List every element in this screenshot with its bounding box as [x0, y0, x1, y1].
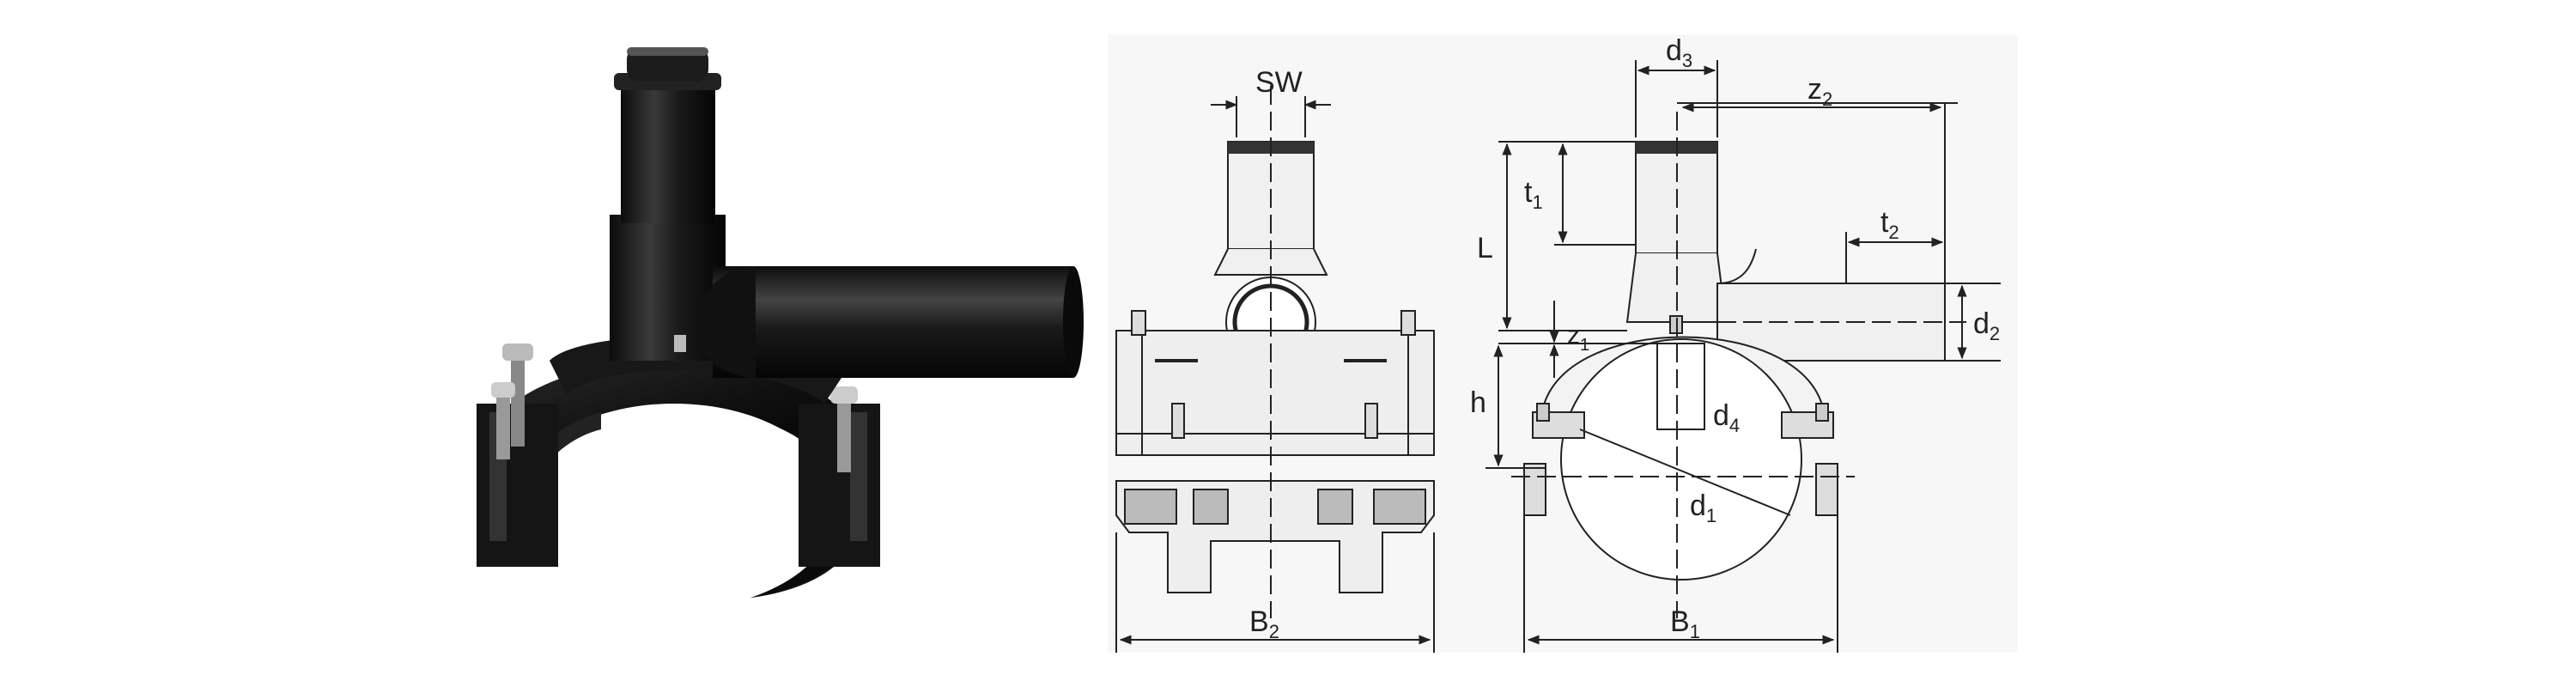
label-t1: t1 [1524, 176, 1543, 213]
side-pipe-circle [1560, 338, 1802, 581]
label-t2: t2 [1880, 206, 1899, 243]
label-b1: B1 [1670, 605, 1700, 642]
label-h: h [1470, 386, 1486, 419]
label-z2: z2 [1807, 73, 1832, 110]
fitting-photo [477, 47, 1084, 610]
upper-saddle [481, 361, 867, 481]
label-sw: SW [1255, 66, 1303, 99]
front-view-labels: SW B2 [1249, 66, 1303, 642]
branch-outlet [713, 266, 1073, 378]
side-view [1485, 60, 2001, 653]
label-b2: B2 [1249, 605, 1279, 642]
label-z1: z1 [1567, 321, 1589, 355]
label-l: L [1477, 232, 1493, 264]
label-d3: d3 [1666, 34, 1692, 71]
side-view-labels: d3 z2 t1 L t2 d2 z1 h d4 d1 B1 [1470, 34, 2000, 642]
label-d2: d2 [1973, 307, 2000, 344]
label-d4: d4 [1713, 399, 1740, 436]
label-d1: d1 [1690, 489, 1716, 526]
front-saddle-block [1115, 330, 1435, 456]
